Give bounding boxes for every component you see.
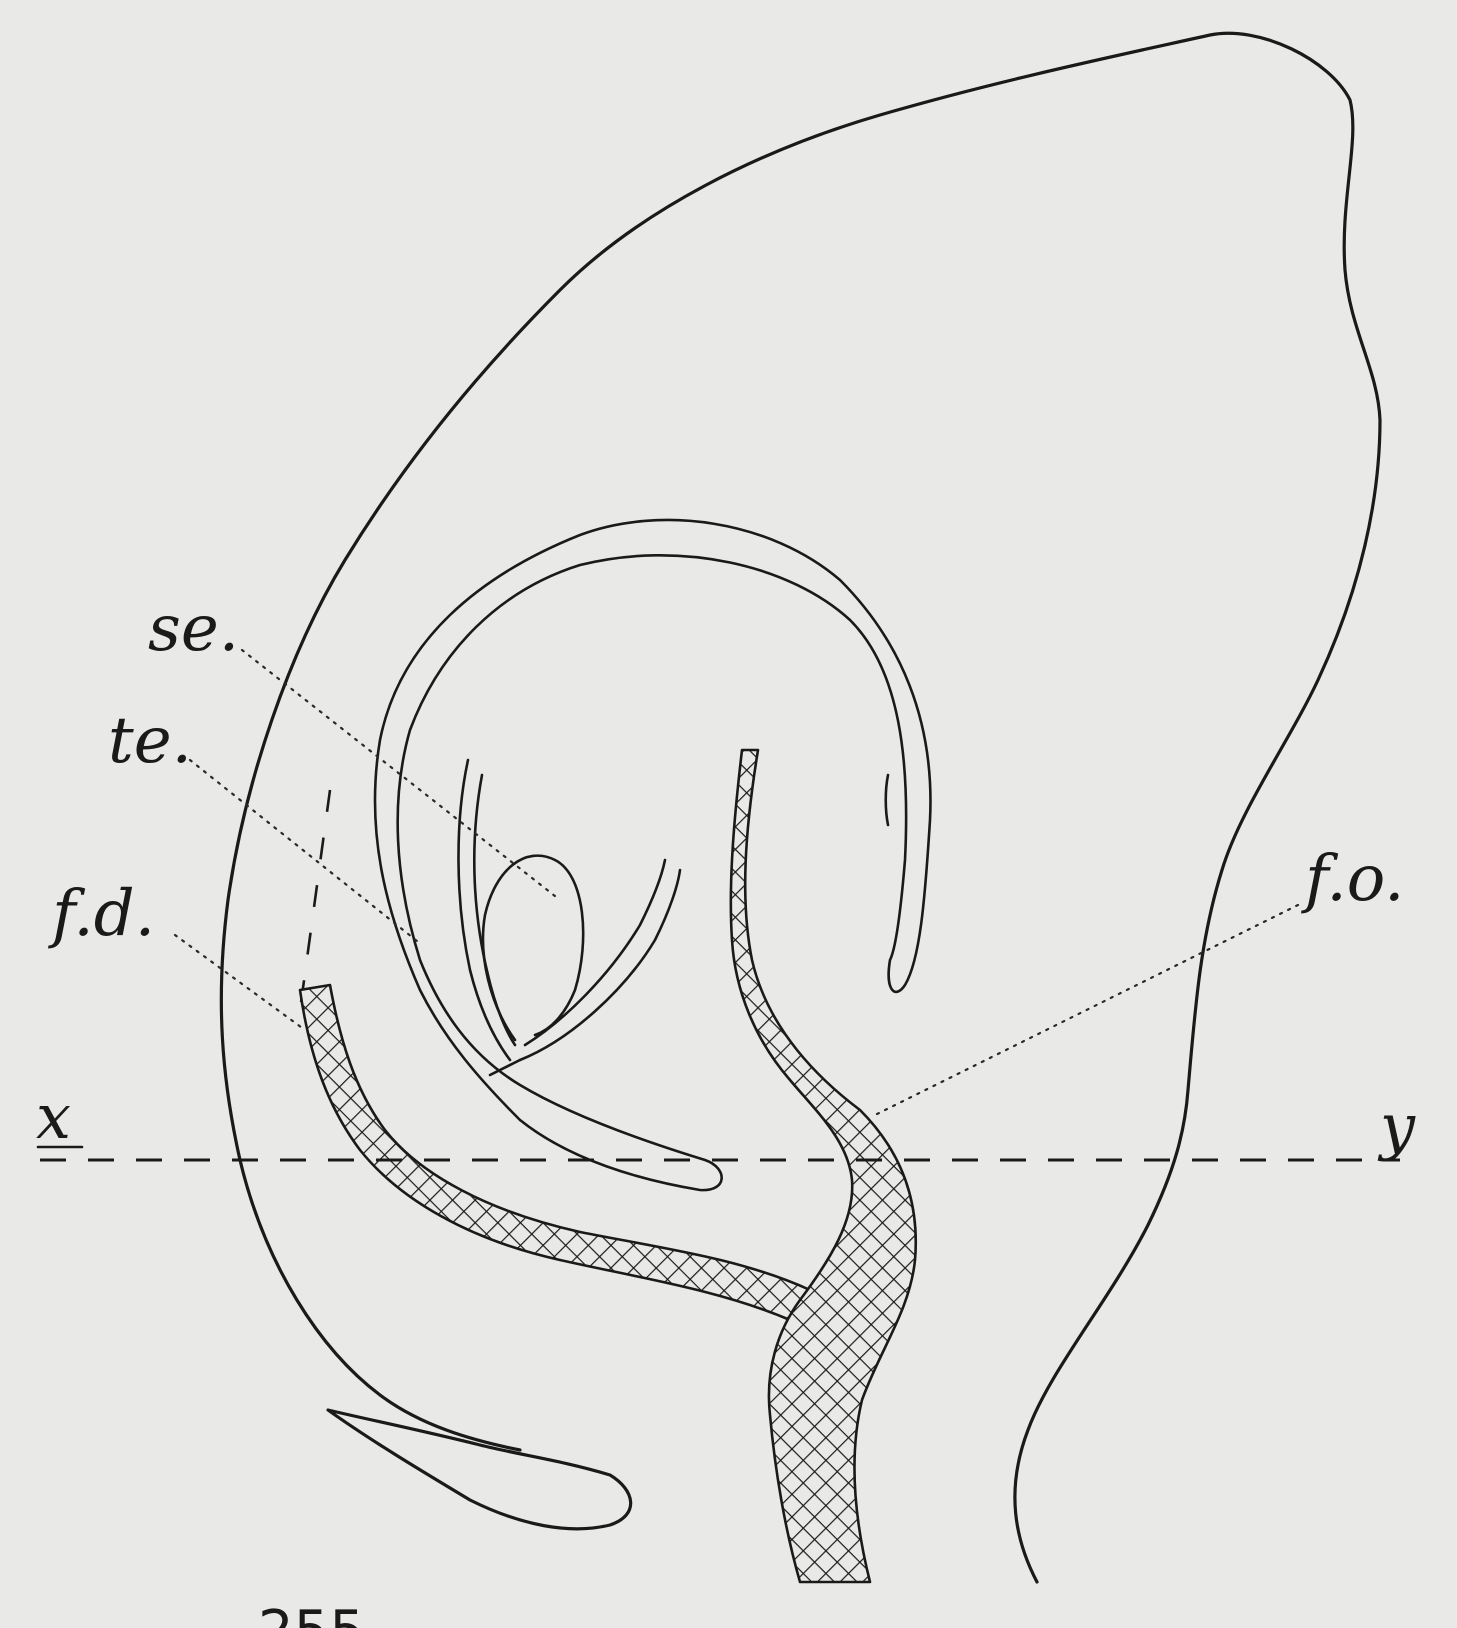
inner-slit [886, 775, 888, 825]
lower-lip [328, 1410, 631, 1529]
leader-fd [175, 935, 305, 1030]
bud-arm-outer [525, 860, 665, 1045]
label-x: x [36, 1080, 71, 1153]
label-fo: f.o. [1301, 842, 1405, 916]
left-dashed-guide [300, 790, 330, 1010]
label-y: y [1377, 1090, 1416, 1163]
label-fd: f.d. [48, 877, 155, 951]
bud-stalk-outer [458, 760, 510, 1060]
figure-number: 255 [258, 1599, 365, 1628]
hatched-band-right [731, 750, 916, 1582]
hatched-band-left [300, 985, 813, 1320]
leader-fo [875, 905, 1298, 1115]
label-te: te. [108, 704, 192, 778]
label-se: se. [148, 592, 239, 666]
